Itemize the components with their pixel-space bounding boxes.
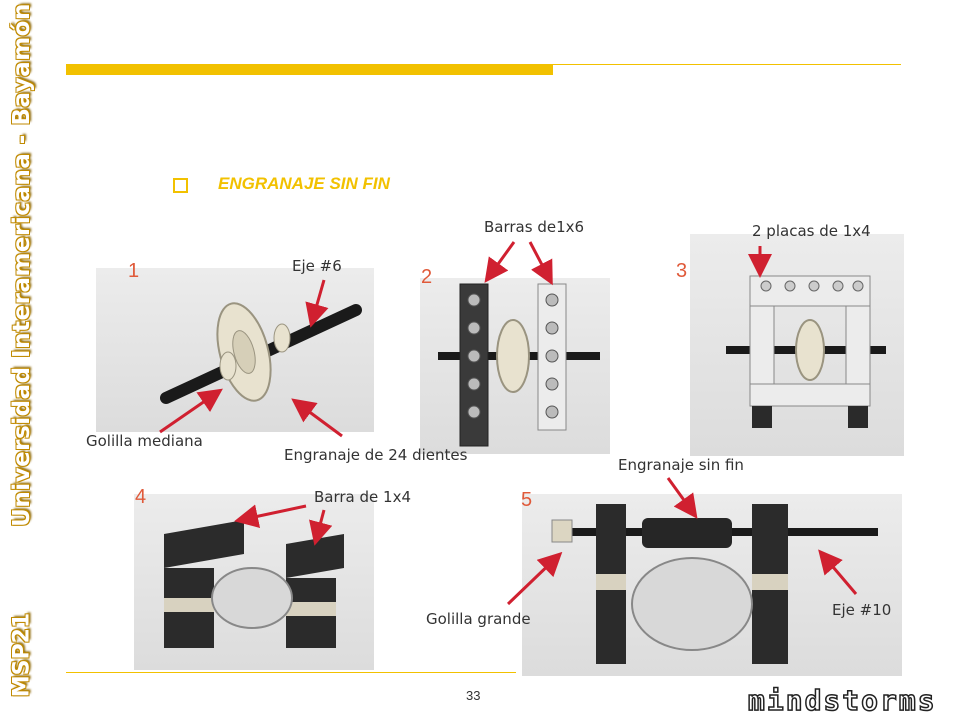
page-number: 33 [466, 688, 481, 703]
arrow-barra-right [309, 509, 333, 546]
step-number-1: 1 [128, 260, 140, 282]
mindstorms-logo: mindstorms [747, 683, 937, 718]
worm-gear-assembly-illustration [551, 504, 878, 664]
step-number-5: 5 [521, 489, 533, 511]
header-rule [553, 64, 901, 65]
photo-step-1 [96, 268, 374, 432]
step-number-3: 3 [676, 260, 688, 282]
photo-step-3 [690, 234, 904, 456]
label-eje-10: Eje #10 [832, 601, 892, 619]
arrow-sin-fin [666, 477, 698, 519]
photo-step-4 [134, 494, 374, 670]
arrow-golilla-mediana [159, 388, 223, 434]
photo-step-5 [522, 494, 902, 676]
square-bullet-icon [173, 178, 188, 193]
arrow-barras-left [484, 241, 516, 283]
label-engranaje-24-dientes: Engranaje de 24 dientes [284, 446, 468, 464]
step-number-4: 4 [135, 486, 147, 508]
photo-step-2 [420, 278, 610, 454]
slide-heading: ENGRANAJE SIN FIN [218, 174, 390, 193]
arrow-eje-10 [818, 549, 858, 595]
label-placas-1x4: 2 placas de 1x4 [752, 222, 871, 240]
arrow-barra-left [234, 504, 307, 529]
beams-gear-illustration [438, 283, 600, 447]
step-number-2: 2 [421, 266, 433, 288]
label-engranaje-sin-fin: Engranaje sin fin [618, 456, 744, 474]
footer-rule [66, 672, 516, 673]
label-golilla-grande: Golilla grande [426, 610, 531, 628]
label-eje-6: Eje #6 [292, 257, 342, 275]
label-barra-1x4: Barra de 1x4 [314, 488, 411, 506]
arrow-eje-6 [305, 279, 329, 328]
label-golilla-mediana: Golilla mediana [86, 432, 203, 450]
frame-plates-illustration [726, 275, 886, 428]
label-barras-1x6: Barras de1x6 [484, 218, 585, 236]
arrow-barras-right [528, 241, 553, 286]
arrow-engranaje-24 [291, 398, 343, 438]
arrow-golilla-grande [506, 551, 563, 606]
axle-gear-illustration [160, 302, 362, 404]
header-accent-bar [66, 64, 553, 75]
